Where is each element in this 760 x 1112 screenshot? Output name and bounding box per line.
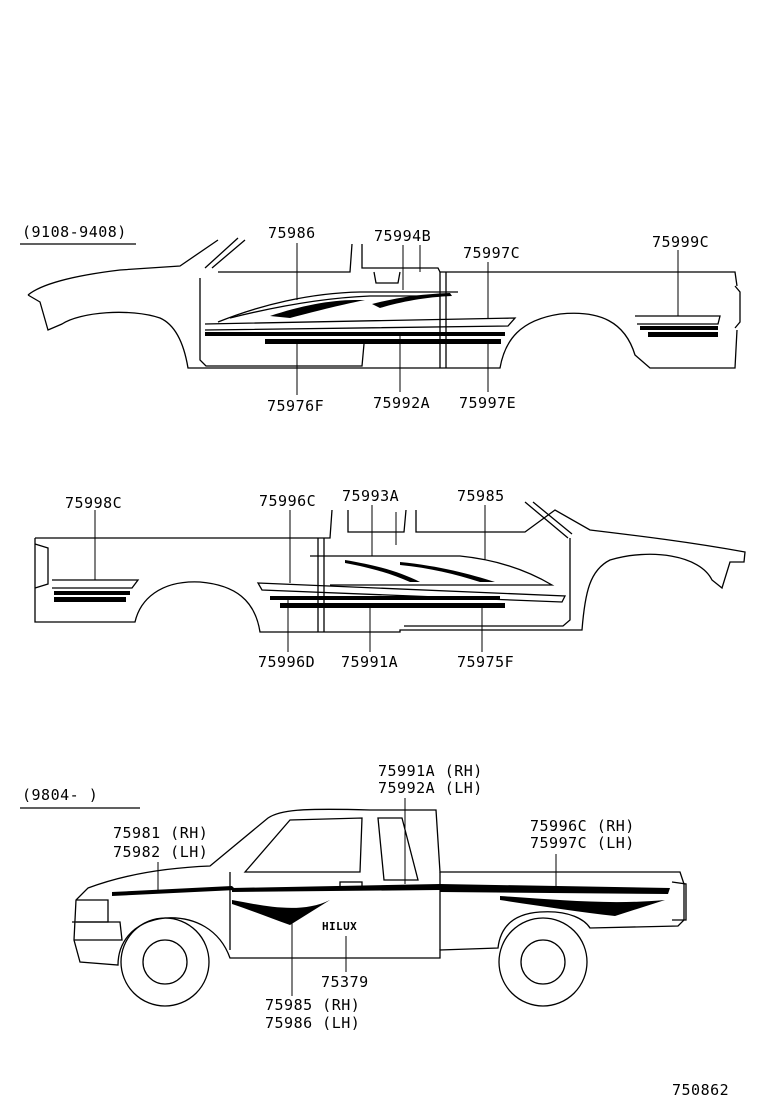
rear-quarter-window-3 bbox=[377, 817, 419, 881]
section-2-right-side-view: 75998C 75996C 75993A 75985 75996D 75991A… bbox=[34, 487, 746, 671]
rear-wheel-hub bbox=[520, 939, 566, 985]
stripe-upper-2a bbox=[310, 555, 555, 586]
door-outline-2 bbox=[404, 538, 571, 627]
front-wheel-hub bbox=[142, 939, 188, 985]
stripe-upper-1 bbox=[217, 291, 458, 323]
front-wheel bbox=[120, 917, 210, 1007]
rear-stripe-2 bbox=[640, 326, 718, 330]
callout-75379: 75379 bbox=[321, 973, 369, 991]
section-3-perspective-view: (9804- ) HILUX 75991A (RH) 75992A (LH) bbox=[20, 762, 687, 1032]
callout-75985: 75985 bbox=[457, 487, 505, 505]
diagram-code: 750862 bbox=[672, 1081, 729, 1099]
side-window-3 bbox=[243, 817, 363, 873]
bed-stripe-3 bbox=[440, 884, 670, 894]
headlight-3 bbox=[76, 899, 109, 923]
callout-75975F: 75975F bbox=[457, 653, 514, 671]
callout-75999C: 75999C bbox=[652, 233, 709, 251]
period-label-2: (9804- ) bbox=[22, 786, 98, 804]
callout-75991A: 75991A bbox=[341, 653, 398, 671]
callout-75993A: 75993A bbox=[342, 487, 399, 505]
callout-75991A-rh: 75991A (RH) bbox=[378, 762, 483, 780]
stripe-lower-2 bbox=[265, 339, 501, 344]
callout-75992A: 75992A bbox=[373, 394, 430, 412]
callout-75998C: 75998C bbox=[65, 494, 122, 512]
door-stripe-upper-3 bbox=[232, 884, 440, 892]
callout-75981-rh: 75981 (RH) bbox=[113, 824, 208, 842]
callout-75986-lh: 75986 (LH) bbox=[265, 1014, 360, 1032]
callout-75985-rh: 75985 (RH) bbox=[265, 996, 360, 1014]
windshield-2 bbox=[524, 501, 573, 539]
door-outline-1 bbox=[199, 278, 365, 367]
callout-75996C: 75996C bbox=[259, 492, 316, 510]
stripe-decal-2 bbox=[372, 293, 452, 308]
rear-stripe-2a bbox=[52, 579, 140, 589]
callout-75982-lh: 75982 (LH) bbox=[113, 843, 208, 861]
door-sweep-decal-3 bbox=[232, 900, 330, 925]
door-handle-1 bbox=[373, 271, 401, 284]
bed-sweep-decal-3 bbox=[500, 896, 665, 916]
stripe-middle-2 bbox=[256, 582, 567, 603]
stripe-decal-1 bbox=[270, 300, 365, 318]
rear-wheel bbox=[498, 917, 588, 1007]
callout-75997C: 75997C bbox=[463, 244, 520, 262]
callout-75994B: 75994B bbox=[374, 227, 431, 245]
truck-body-outline-1 bbox=[27, 237, 738, 369]
callout-75992A-lh: 75992A (LH) bbox=[378, 779, 483, 797]
rear-stripe-2c bbox=[54, 597, 126, 602]
bumper-3 bbox=[72, 921, 123, 941]
rear-stripe-3 bbox=[648, 332, 718, 337]
stripe-decal-2b bbox=[400, 562, 495, 582]
tail-light-2 bbox=[34, 543, 49, 589]
period-label-1: (9108-9408) bbox=[22, 223, 127, 241]
tail-light-1 bbox=[734, 285, 741, 329]
callout-75996D: 75996D bbox=[258, 653, 315, 671]
truck-body-outline-2 bbox=[34, 509, 746, 633]
callout-75997C-lh: 75997C (LH) bbox=[530, 834, 635, 852]
stripe-upper-2 bbox=[229, 295, 440, 319]
stripe-lower-1 bbox=[205, 332, 505, 336]
tail-light-3 bbox=[671, 881, 687, 921]
callout-75986: 75986 bbox=[268, 224, 316, 242]
stripe-decal-2a bbox=[345, 560, 420, 582]
hood-stripe-3 bbox=[112, 886, 236, 896]
fuel-cap-3 bbox=[339, 881, 363, 890]
rear-stripe-1 bbox=[635, 315, 721, 325]
callout-75996C-rh: 75996C (RH) bbox=[530, 817, 635, 835]
stripe-middle-1 bbox=[204, 317, 517, 331]
hilux-badge: HILUX bbox=[322, 920, 357, 933]
stripe-lower-2b bbox=[280, 603, 505, 608]
stripe-lower-2a bbox=[270, 596, 500, 600]
rear-stripe-2b bbox=[54, 591, 130, 595]
section-1-left-side-view: (9108-9408) 75986 75994B 75997C 759 bbox=[20, 223, 741, 415]
callout-75976F: 75976F bbox=[267, 397, 324, 415]
callout-75997E: 75997E bbox=[459, 394, 516, 412]
